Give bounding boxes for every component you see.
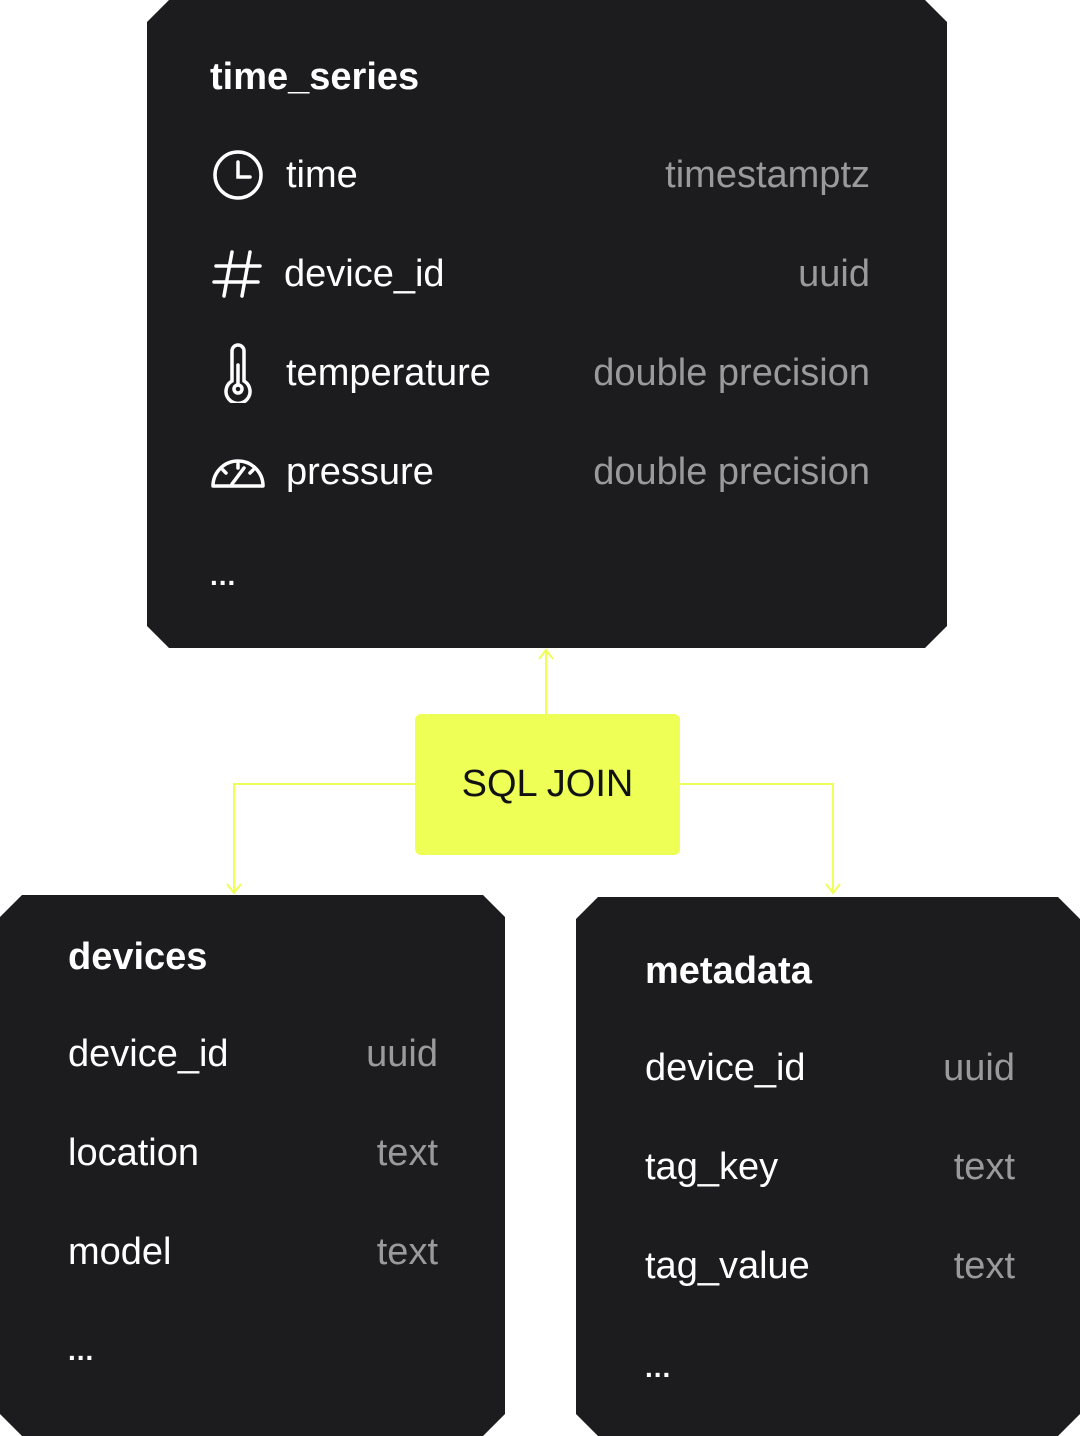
column-row-temperature: temperature double precision [210, 343, 870, 403]
arrowhead-metadata [825, 883, 841, 895]
column-row-tag-key: tag_key text [645, 1137, 1015, 1197]
column-type: uuid [943, 1046, 1015, 1089]
column-name: tag_key [645, 1145, 779, 1188]
column-name: pressure [286, 450, 434, 493]
column-name: device_id [645, 1046, 806, 1089]
table-devices: devices device_id uuid location text mod… [0, 895, 505, 1436]
more-columns-ellipsis: ... [210, 560, 237, 591]
column-type: uuid [798, 252, 870, 295]
table-title: time_series [210, 56, 420, 98]
column-row-model: model text [68, 1222, 438, 1282]
column-name: time [286, 153, 358, 196]
clock-icon [210, 147, 266, 203]
sql-join-node: SQL JOIN [415, 714, 680, 855]
thermometer-icon [210, 345, 266, 401]
gauge-icon [210, 444, 266, 500]
column-row-time: time timestamptz [210, 145, 870, 205]
column-row-device-id: device_id uuid [68, 1024, 438, 1084]
column-type: text [953, 1244, 1015, 1287]
column-type: double precision [593, 450, 870, 493]
column-row-pressure: pressure double precision [210, 442, 870, 502]
column-row-device-id: device_id uuid [645, 1038, 1015, 1098]
arrowhead-devices [226, 883, 242, 895]
column-name: device_id [284, 252, 445, 295]
column-type: text [376, 1131, 438, 1174]
table-title: metadata [645, 950, 812, 992]
connector-to-metadata [680, 783, 834, 893]
column-type: double precision [593, 351, 870, 394]
arrowhead-time-series [538, 648, 554, 660]
column-type: timestamptz [665, 153, 870, 196]
column-row-device-id: device_id uuid [210, 244, 870, 304]
column-row-location: location text [68, 1123, 438, 1183]
hash-icon [210, 246, 266, 302]
more-columns-ellipsis: ... [68, 1335, 95, 1366]
column-name: tag_value [645, 1244, 810, 1287]
column-name: location [68, 1131, 199, 1174]
column-type: text [953, 1145, 1015, 1188]
connector-to-devices [233, 783, 415, 893]
more-columns-ellipsis: ... [645, 1352, 672, 1383]
column-type: text [376, 1230, 438, 1273]
column-name: model [68, 1230, 172, 1273]
table-time-series: time_series time timestamptz device_id u… [147, 0, 947, 648]
column-name: device_id [68, 1032, 229, 1075]
table-title: devices [68, 936, 208, 978]
column-type: uuid [366, 1032, 438, 1075]
table-metadata: metadata device_id uuid tag_key text tag… [576, 897, 1080, 1436]
column-name: temperature [286, 351, 491, 394]
column-row-tag-value: tag_value text [645, 1236, 1015, 1296]
